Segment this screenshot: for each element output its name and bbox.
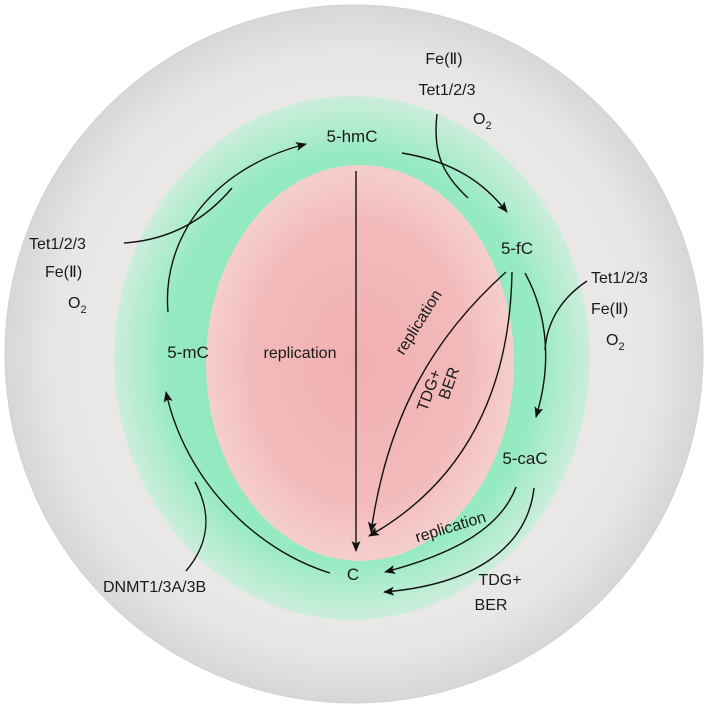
arrow-cac-to-c-replication xyxy=(384,486,517,574)
arrow-top-cofactors xyxy=(435,113,469,199)
cofactor-left-tet: Tet1/2/3 xyxy=(29,236,86,253)
arrow-right-cofactors xyxy=(544,280,588,351)
label-replication-center: replication xyxy=(264,345,337,362)
pink-center xyxy=(206,165,514,561)
cofactor-right-o2: O2 xyxy=(606,332,625,353)
arrow-mc-to-hmc xyxy=(166,142,307,313)
cofactor-right-tet: Tet1/2/3 xyxy=(591,270,648,287)
arrow-fc-to-cac xyxy=(524,272,547,418)
label-tdg-cac-line2: BER xyxy=(475,597,508,614)
arrow-c-to-mc xyxy=(163,391,331,574)
cofactor-right-fe: Fe(Ⅱ) xyxy=(591,301,628,318)
arrow-left-cofactors xyxy=(123,187,233,244)
arrow-cac-to-c-tdg xyxy=(383,487,535,596)
cofactor-left-fe: Fe(Ⅱ) xyxy=(45,264,82,281)
cofactor-left-o2: O2 xyxy=(68,295,87,316)
arrow-fc-to-c-replication xyxy=(367,271,507,533)
arrow-dnmt xyxy=(185,481,207,572)
label-tdg-cac-line1: TDG+ xyxy=(478,572,521,589)
node-c: C xyxy=(347,565,359,584)
cofactor-top-o2: O2 xyxy=(473,111,492,132)
arrow-fc-to-c-tdg xyxy=(368,271,513,537)
cofactor-top-fe: Fe(Ⅱ) xyxy=(425,51,462,68)
cofactor-dnmt: DNMT1/3A/3B xyxy=(103,579,206,596)
node-5-cac: 5-caC xyxy=(502,449,547,468)
arrow-hmc-to-fc xyxy=(401,152,508,213)
node-5-mc: 5-mC xyxy=(167,343,209,362)
node-5-fc: 5-fC xyxy=(501,239,533,258)
node-5-hmc: 5-hmC xyxy=(326,127,377,146)
cofactor-top-tet: Tet1/2/3 xyxy=(419,82,476,99)
